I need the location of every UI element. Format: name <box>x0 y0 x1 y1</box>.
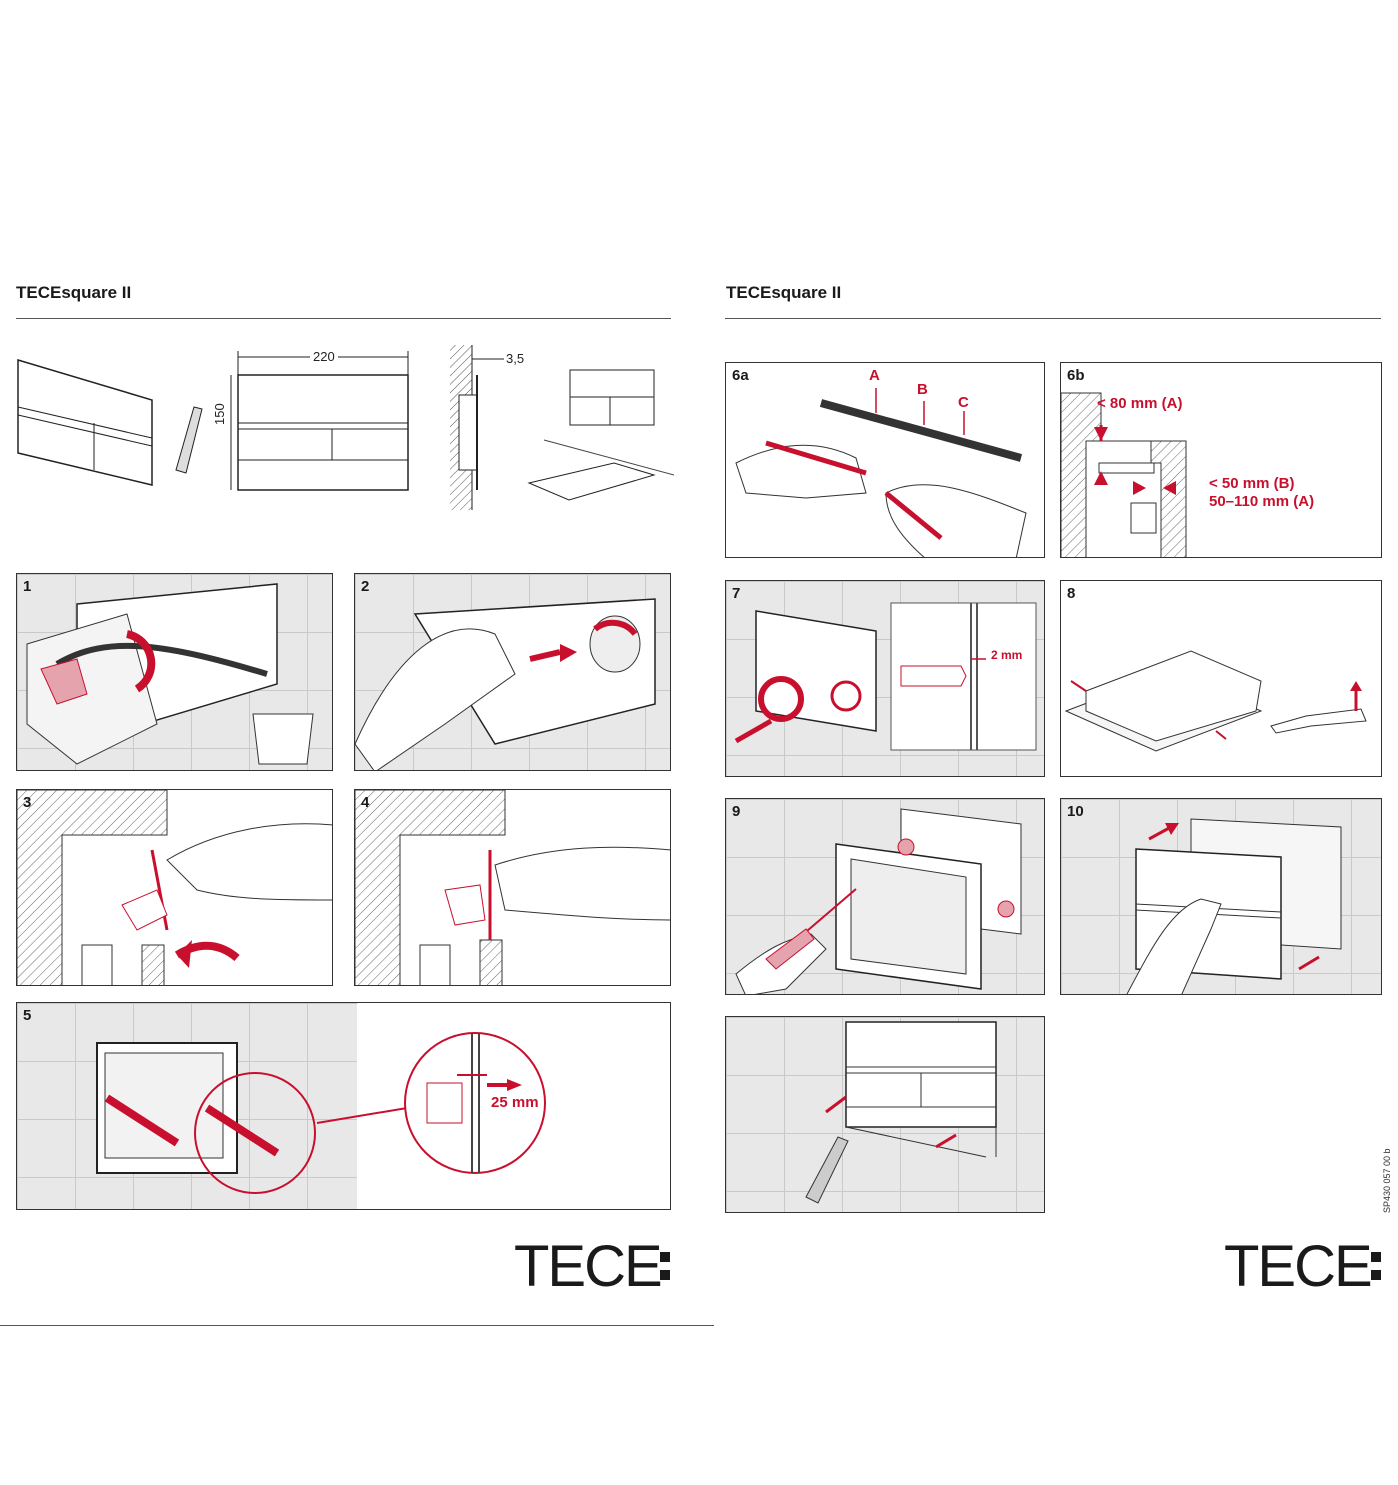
step-2-panel: 2 <box>354 573 671 771</box>
step-number: 3 <box>23 794 32 811</box>
tece-logo-right: TECE <box>1224 1234 1373 1299</box>
step-5-measure-label: 25 mm <box>491 1094 539 1111</box>
step-5-illustration <box>96 1032 546 1194</box>
step-10-illustration <box>1126 818 1342 994</box>
step-number: 7 <box>732 585 741 602</box>
step-6a-illustration <box>735 388 1027 557</box>
step-9-illustration <box>735 808 1022 994</box>
dimension-drawings-svg <box>17 345 675 510</box>
step-9-panel: 9 <box>725 798 1045 995</box>
step-number: 10 <box>1067 803 1084 820</box>
tece-logo-left: TECE <box>514 1234 663 1299</box>
step-6b-illustration <box>1061 392 1187 557</box>
step-number: 6a <box>732 367 749 384</box>
logo-square-top <box>1371 1252 1381 1262</box>
step-4-panel: 4 <box>354 789 671 986</box>
step-4-illustration <box>355 790 670 985</box>
rail-label-a: A <box>869 367 880 384</box>
step-1-panel: 1 <box>16 573 333 771</box>
dimension-depth: 3,5 <box>506 351 525 366</box>
step-5-panel: 5 25 mm <box>16 1002 671 1210</box>
step-removal-panel <box>725 1016 1045 1213</box>
step-7-illustration <box>734 602 1037 751</box>
page-title-right: TECEsquare II <box>726 283 842 302</box>
step-7-measure-label: 2 mm <box>991 648 1023 662</box>
step-number: 2 <box>361 578 370 595</box>
step-number: 4 <box>361 794 370 811</box>
step-3-illustration <box>17 790 332 985</box>
logo-square-bottom <box>1371 1270 1381 1280</box>
dimension-drawings: 220 150 3,5 <box>14 345 675 515</box>
title-divider-left <box>16 318 671 319</box>
step-number: 8 <box>1067 585 1076 602</box>
rail-label-b: B <box>917 381 928 398</box>
limit-label-50mm: < 50 mm (B) <box>1209 475 1295 492</box>
step-6a-panel: 6a A B C <box>725 362 1045 558</box>
step-number: 1 <box>23 578 32 595</box>
step-2-illustration <box>355 598 656 770</box>
document-number: SP430 057 00 b <box>1382 1148 1392 1213</box>
step-7-panel: 7 2 mm <box>725 580 1045 777</box>
dimension-width: 220 <box>310 349 338 364</box>
page-title-left: TECEsquare II <box>16 283 132 302</box>
step-number: 6b <box>1067 367 1085 384</box>
step-number: 9 <box>732 803 741 820</box>
step-10-panel: 10 <box>1060 798 1382 995</box>
limit-label-50-110mm: 50–110 mm (A) <box>1209 493 1315 510</box>
step-8-panel: 8 <box>1060 580 1382 777</box>
step-removal-illustration <box>805 1021 997 1204</box>
step-6b-panel: 6b < 80 mm (A) < 50 mm (B) 50–110 mm (A) <box>1060 362 1382 558</box>
title-divider-right <box>725 318 1381 319</box>
dimension-height: 150 <box>212 403 227 425</box>
limit-label-80mm: < 80 mm (A) <box>1097 395 1183 412</box>
step-8-illustration <box>1064 650 1367 752</box>
rail-label-c: C <box>958 394 969 411</box>
logo-square-top <box>660 1252 670 1262</box>
bottom-divider-left <box>0 1325 714 1326</box>
step-number: 5 <box>23 1007 32 1024</box>
logo-square-bottom <box>660 1270 670 1280</box>
step-1-illustration <box>26 583 314 765</box>
step-3-panel: 3 <box>16 789 333 986</box>
